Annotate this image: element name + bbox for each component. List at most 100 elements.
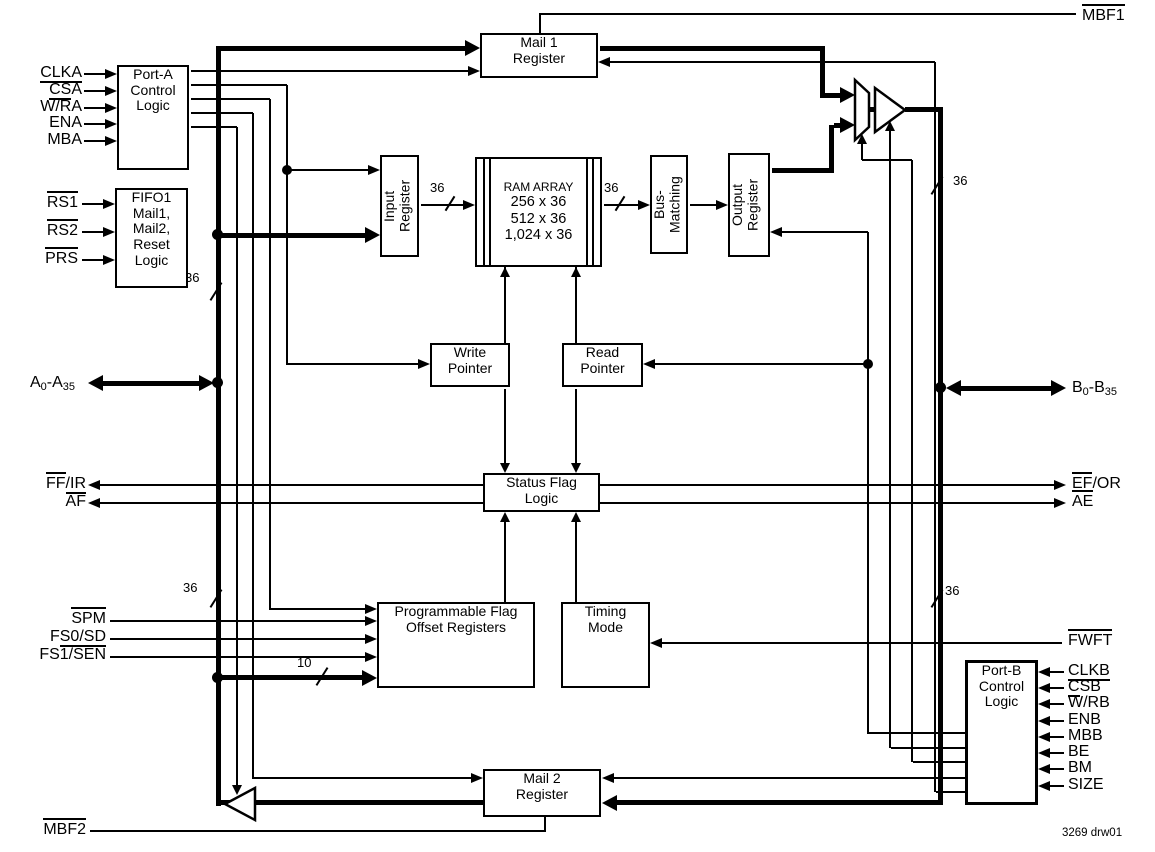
signal-wra: W/RA [40, 98, 82, 115]
arrowhead [463, 200, 475, 210]
write-pointer-box: Write Pointer [430, 343, 510, 387]
arrowhead [1038, 781, 1050, 791]
arrowhead [650, 638, 662, 648]
wire-segment [84, 107, 106, 109]
arrowhead [638, 200, 650, 210]
signal-bm: BM [1068, 759, 1092, 776]
wire-segment [82, 259, 103, 261]
arrowhead [418, 359, 430, 369]
wire-segment [610, 61, 935, 63]
wire-segment [286, 363, 418, 365]
wire-segment [889, 131, 891, 748]
wire-segment [869, 107, 875, 112]
signal-b-bus: B0-B35 [1072, 379, 1118, 398]
arrowhead [468, 66, 480, 76]
signal-csb: CSB [1068, 678, 1101, 697]
wire-segment [600, 502, 1054, 504]
junction-dot [212, 672, 223, 683]
wire-segment [862, 159, 912, 161]
signal-size: SIZE [1068, 776, 1104, 793]
arrowhead [232, 785, 242, 795]
wire-segment [286, 85, 288, 365]
signal-wrb: W/RB [1068, 694, 1110, 711]
wire-segment [1050, 785, 1064, 787]
signal-fs1-sen: FS1/SEN [39, 646, 106, 663]
arrowhead [770, 227, 782, 237]
signal-ff-ir: FF/IR [24, 472, 86, 494]
wire-segment [934, 62, 936, 792]
ram-array-sizes: 256 x 36 512 x 36 1,024 x 36 [504, 194, 573, 243]
arrowhead [365, 616, 377, 626]
signal-fwft: FWFT [1068, 629, 1113, 649]
arrowhead [716, 200, 728, 210]
signal-csa: CSA [49, 81, 82, 100]
bus-width-36: 36 [185, 270, 200, 285]
bus-width-36: 36 [430, 180, 445, 195]
arrowhead [571, 512, 581, 522]
wire-segment [575, 389, 577, 463]
timing-mode-box: Timing Mode [561, 602, 650, 688]
wire-segment [100, 502, 483, 504]
arrowhead [365, 604, 377, 614]
wire-segment [829, 125, 834, 173]
arrowhead [946, 380, 961, 396]
wire-segment [539, 13, 541, 35]
wire-segment [616, 800, 941, 805]
wire-segment [905, 107, 941, 112]
arrowhead [885, 121, 895, 131]
wire-segment [90, 830, 546, 832]
arrowhead [103, 255, 115, 265]
wire-segment [1050, 703, 1064, 705]
wire-segment [489, 157, 491, 265]
arrowhead [105, 69, 117, 79]
arrowhead [365, 227, 380, 243]
wire-segment [504, 389, 506, 463]
wire-segment [592, 157, 594, 265]
wire-segment [586, 157, 588, 265]
wire-segment [504, 522, 506, 602]
output-register-box: Output Register [728, 153, 770, 257]
wire-segment [958, 386, 1054, 391]
arrowhead [500, 512, 510, 522]
signal-mba: MBA [47, 131, 82, 148]
wire-segment [544, 815, 546, 832]
arrowhead [1038, 764, 1050, 774]
arrowhead [571, 267, 581, 277]
signal-mbf2: MBF2 [26, 818, 86, 838]
wire-segment [1050, 720, 1064, 722]
wire-segment [1050, 671, 1064, 673]
wire-segment [690, 204, 716, 206]
arrowhead [362, 670, 377, 686]
arrowhead [471, 773, 483, 783]
arrowhead [105, 119, 117, 129]
output-mux [853, 77, 871, 143]
arrowhead [105, 136, 117, 146]
arrowhead [103, 199, 115, 209]
wire-segment [861, 144, 863, 160]
wire-segment [834, 123, 842, 128]
bus-width-10: 10 [297, 655, 312, 670]
wire-segment [575, 522, 577, 602]
wire-segment [110, 638, 365, 640]
mail1-register-box: Mail 1 Register [480, 33, 598, 78]
junction-dot [212, 229, 223, 240]
wire-segment [913, 761, 965, 763]
signal-spm: SPM [14, 607, 106, 627]
arrowhead [368, 165, 380, 175]
wire-segment [1050, 736, 1064, 738]
wire-segment [1050, 768, 1064, 770]
arrowhead [857, 134, 867, 144]
wire-segment [911, 160, 913, 762]
arrowhead [500, 463, 510, 473]
bus-matching-box: Bus- Matching [650, 155, 688, 254]
wire-segment [575, 267, 577, 345]
arrowhead [1038, 667, 1050, 677]
wire-segment [820, 46, 825, 98]
wire-segment [252, 113, 254, 778]
wire-segment [191, 70, 468, 72]
arrowhead [88, 375, 103, 391]
arrowhead [1038, 699, 1050, 709]
bus-width-36: 36 [953, 173, 968, 188]
wire-segment [191, 126, 237, 128]
